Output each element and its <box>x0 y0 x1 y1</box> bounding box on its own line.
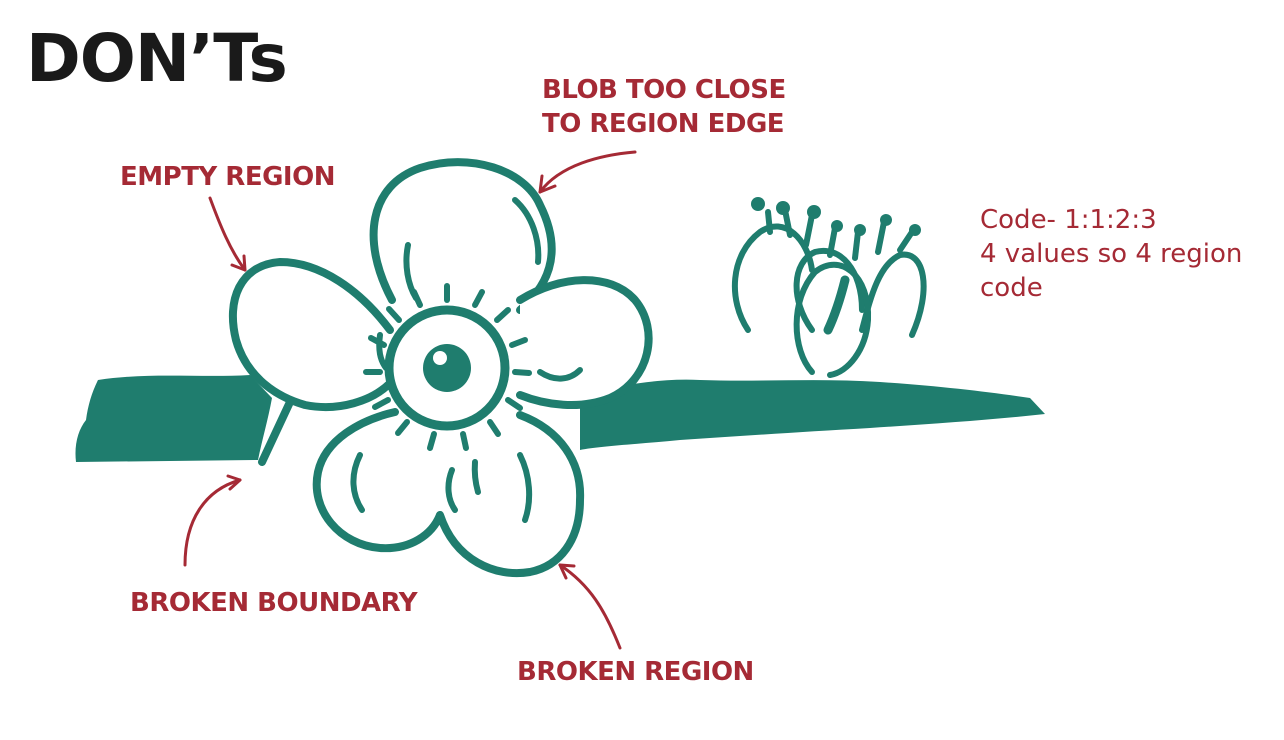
arrow-broken-boundary <box>183 478 242 567</box>
callout-arrows <box>183 150 637 650</box>
callout-broken-boundary: BROKEN BOUNDARY <box>130 588 418 618</box>
code-note: Code- 1:1:2:3 4 values so 4 region code <box>980 203 1242 305</box>
bottom-left-petal <box>312 408 444 553</box>
page-title: DON’Ts <box>26 20 288 97</box>
flower-center <box>363 283 532 451</box>
arrow-broken-region <box>558 563 622 650</box>
bottom-right-petal <box>436 411 585 577</box>
callout-broken-region: BROKEN REGION <box>517 657 754 687</box>
branch-shape <box>75 375 273 462</box>
flower-blob <box>423 344 471 392</box>
flower-bud <box>731 207 927 378</box>
code-note-line1: Code- 1:1:2:3 <box>980 205 1157 235</box>
broken-boundary-stroke <box>258 398 294 466</box>
left-petal <box>228 258 394 412</box>
callout-empty-region: EMPTY REGION <box>120 162 335 192</box>
code-note-line3: code <box>980 273 1043 303</box>
callout-blob-line2: TO REGION EDGE <box>542 109 785 139</box>
code-note-line2: 4 values so 4 region <box>980 239 1243 269</box>
callout-blob-too-close: BLOB TOO CLOSE TO REGION EDGE <box>542 73 786 141</box>
flower <box>228 158 653 577</box>
branch-right-shape <box>580 379 1045 450</box>
top-petal <box>369 158 556 314</box>
right-petal <box>516 276 653 410</box>
arrow-blob <box>538 150 637 194</box>
callout-blob-line1: BLOB TOO CLOSE <box>542 75 786 105</box>
bud-stamen-tips <box>751 197 921 236</box>
arrow-empty-region <box>208 196 247 272</box>
